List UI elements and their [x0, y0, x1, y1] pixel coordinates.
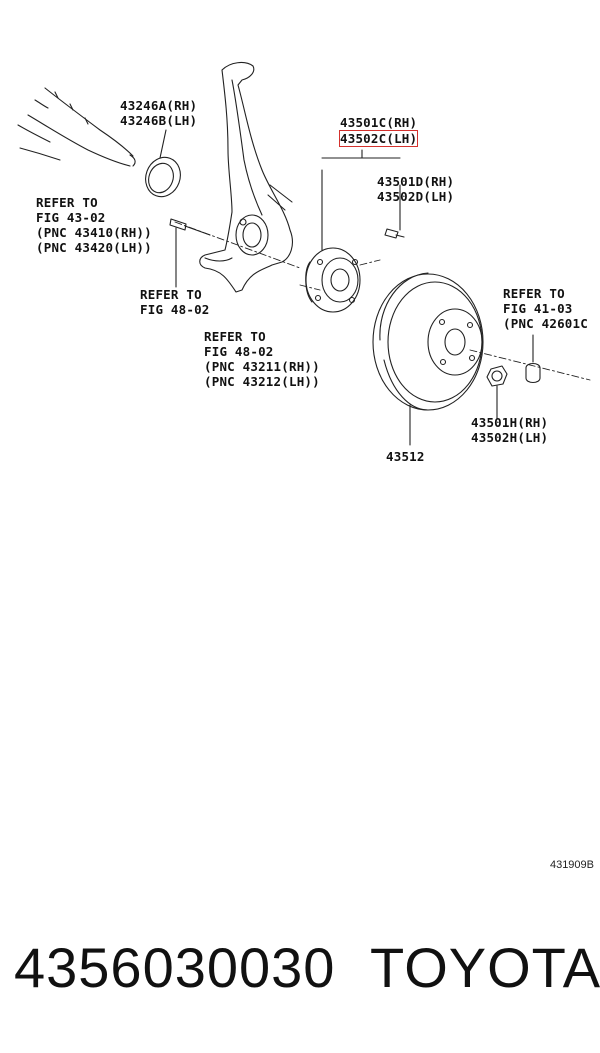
- hub-bolt-label: 43501D(RH)43502D(LH): [377, 174, 455, 204]
- dust-cover-label: 43246A(RH)43246B(LH): [120, 98, 198, 128]
- hub-lh-label-highlighted[interactable]: 43502C(LH): [338, 130, 419, 147]
- disc-rotor: [372, 272, 484, 446]
- axis-lines: [174, 221, 591, 381]
- driveshaft-sketch: [17, 87, 136, 167]
- illustration-code: 431909B: [549, 859, 594, 871]
- footer: 4356030030 TOYOTA: [0, 935, 600, 1005]
- part-number: 4356030030: [14, 936, 336, 999]
- knuckle-bolt: [169, 218, 211, 288]
- hub-label-bracket: [321, 149, 401, 159]
- hub-nut: [486, 365, 508, 419]
- dust-cover-ring: [145, 129, 181, 198]
- steering-knuckle: [199, 61, 293, 293]
- brand-name: TOYOTA: [370, 936, 600, 999]
- hub-nut-label: 43501H(RH)43502H(LH): [471, 415, 549, 445]
- hub-bearing: [305, 169, 361, 313]
- hub-rh-label: 43501C(RH): [340, 115, 418, 130]
- wheel-nut: [525, 334, 541, 384]
- rotor-label: 43512: [386, 449, 425, 464]
- hub-bolt: [384, 184, 405, 239]
